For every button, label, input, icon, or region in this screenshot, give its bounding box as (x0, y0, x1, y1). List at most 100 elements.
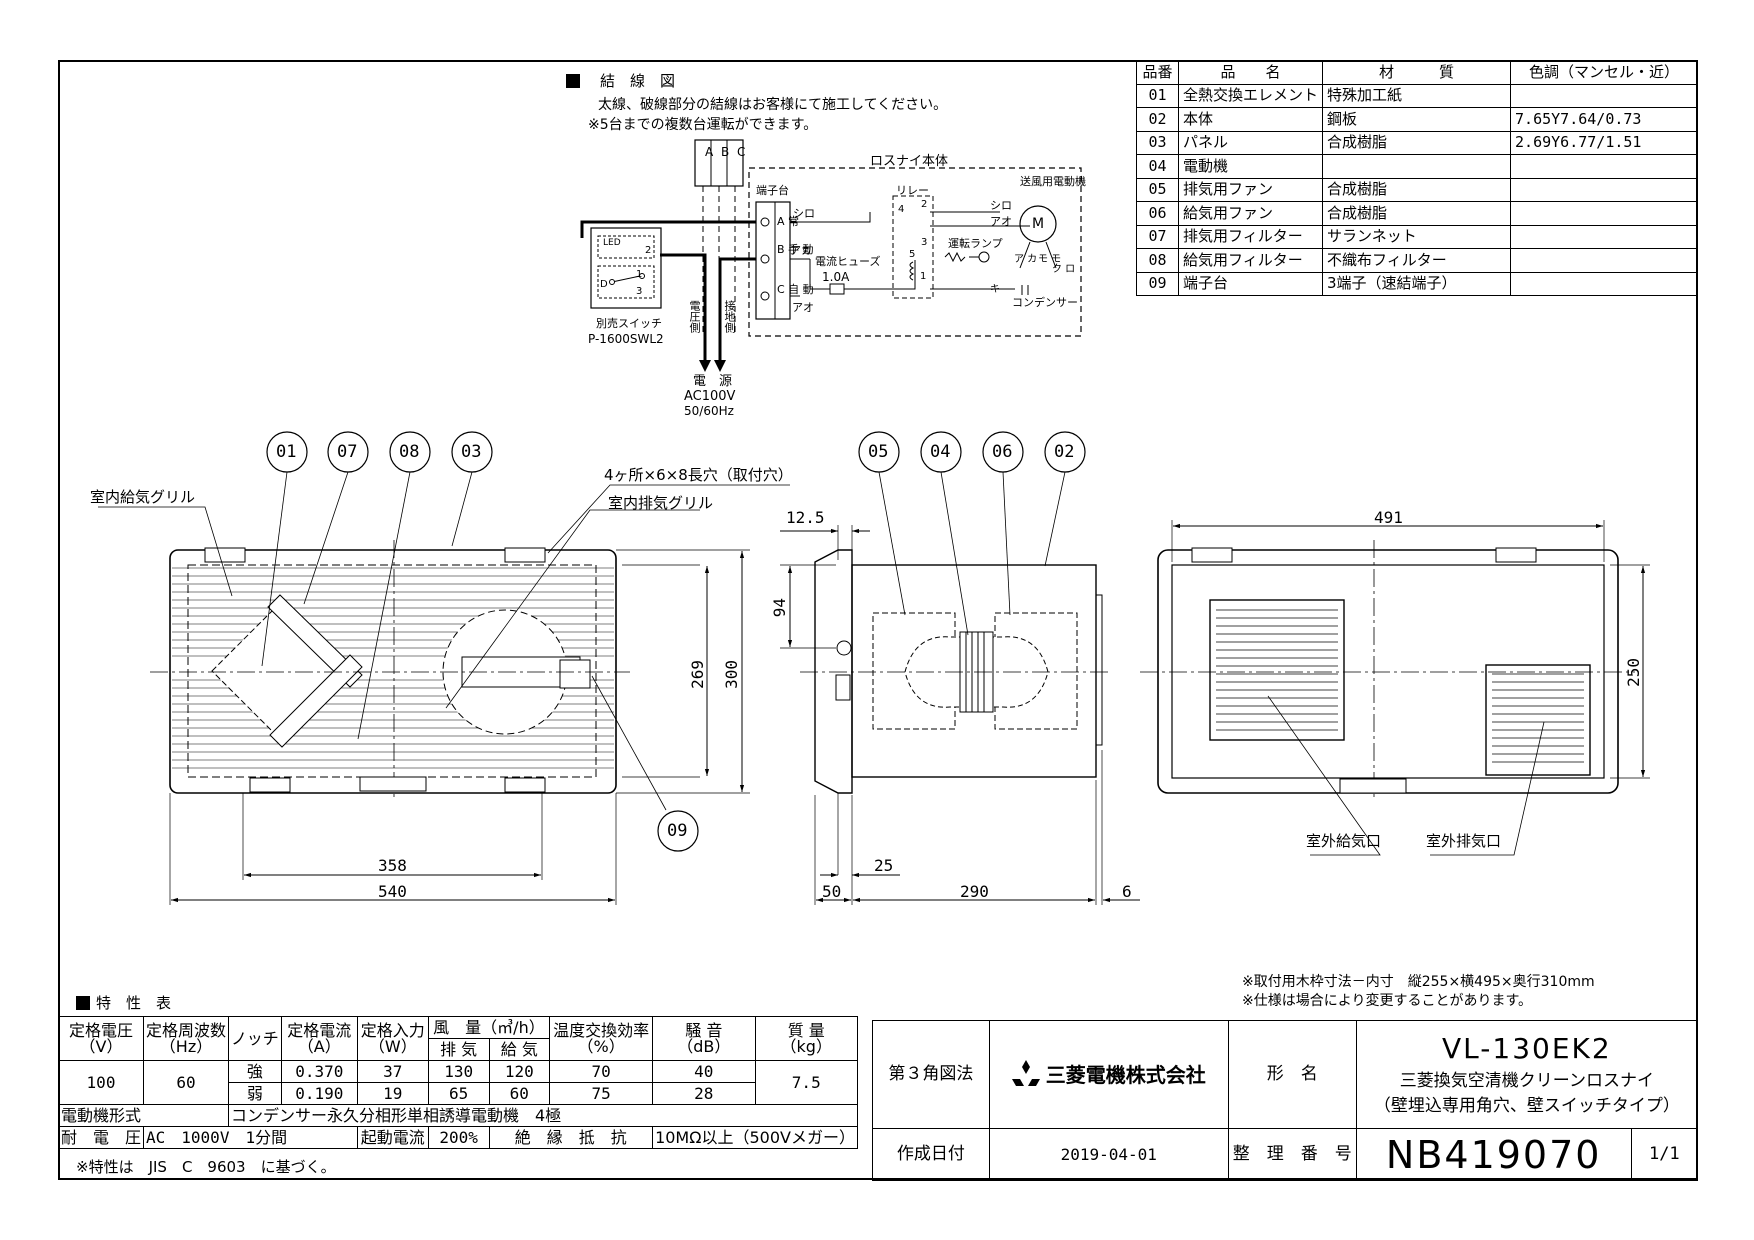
indoor-supply-label: 室内給気グリル (90, 488, 196, 506)
part-no: 06 (1136, 201, 1179, 226)
spec-input: 19 (356, 1082, 429, 1105)
part-color (1510, 83, 1698, 108)
spec-noise: 28 (652, 1082, 756, 1105)
switch-led: LED (603, 238, 621, 248)
part-material: 不織布フィルター (1322, 248, 1512, 273)
spec-exh: 65 (427, 1082, 490, 1105)
mitsubishi-logo-icon (1011, 1059, 1040, 1090)
product-name-2: （壁埋込専用角穴、壁スイッチタイプ） (1373, 1095, 1680, 1116)
spec-sup: 60 (488, 1082, 551, 1105)
part-color: 7.65Y7.64/0.73 (1510, 107, 1698, 132)
product-name-1: 三菱換気空清機クリーンロスナイ (1399, 1070, 1654, 1091)
date-label: 作成日付 (872, 1128, 990, 1181)
part-color (1510, 248, 1698, 273)
fuse-label: 電流ヒューズ (815, 255, 881, 268)
voltage-label: AC100V (684, 389, 736, 404)
motor-label: 送風用電動機 (1020, 175, 1086, 188)
spec-current: 0.190 (280, 1082, 358, 1105)
side-view (780, 471, 1140, 905)
wiring-title-marker (566, 74, 580, 88)
term-label-a: A (705, 145, 714, 159)
part-color (1510, 224, 1698, 249)
part-no: 08 (1136, 248, 1179, 273)
spec-current: 0.370 (280, 1060, 358, 1083)
spec-h-exh: 排 気 (427, 1038, 490, 1061)
mount-holes-label: 4ヶ所×6×8長穴（取付穴） (604, 466, 793, 484)
spec-withstand: AC 1000V 1分間 (143, 1126, 358, 1149)
model-number: VL-130EK2 (1442, 1031, 1612, 1065)
part-material: 特殊加工紙 (1322, 83, 1512, 108)
part-name: 電動機 (1177, 154, 1324, 179)
callout-08: 08 (399, 442, 420, 462)
company-cell: 三菱電機株式会社 (988, 1020, 1229, 1129)
spec-title-marker (76, 996, 90, 1010)
relay-pin-4: 4 (898, 204, 905, 215)
dim-50: 50 (822, 882, 842, 901)
spec-h-eff: 温度交換効率（%） (549, 1016, 654, 1061)
title-block: 第３角図法 三菱電機株式会社 形 名 VL-130EK2 三菱換気空清機クリーン… (872, 1020, 1699, 1181)
spec-exh: 130 (427, 1060, 490, 1083)
freq-label: 50/60Hz (684, 404, 734, 418)
spec-h-current: 定格電流（A） (280, 1016, 358, 1061)
wire-aka: アカ (790, 244, 812, 257)
term-c: C 自 動 (777, 283, 814, 296)
number-label: 整 理 番 号 (1227, 1128, 1357, 1181)
power-side: 電圧側 (688, 300, 701, 333)
spec-h-input: 定格入力（W） (356, 1016, 429, 1061)
spec-insulation: 10MΩ以上（500Vメガー） (652, 1126, 858, 1149)
part-material (1322, 154, 1512, 179)
dim-6: 6 (1122, 882, 1132, 901)
motor-side-ki: キ (990, 284, 1000, 295)
dim-250: 250 (1624, 658, 1643, 687)
switch-model: P-1600SWL2 (588, 332, 664, 346)
part-material: 合成樹脂 (1322, 201, 1512, 226)
terminal-block-label: 端子台 (756, 184, 789, 197)
term-a: A 常 (777, 215, 800, 228)
back-view (1140, 520, 1650, 856)
spec-footnote: ※特性は JIS C 9603 に基づく。 (76, 1158, 336, 1176)
created-date: 2019-04-01 (988, 1128, 1229, 1181)
spec-h-noise: 騒 音（dB） (652, 1016, 756, 1061)
motor-side-momo: モ モ (1038, 254, 1062, 265)
parts-header-material: 材 質 (1322, 60, 1512, 85)
dim-12-5: 12.5 (786, 508, 825, 527)
callout-02: 02 (1054, 442, 1075, 462)
dim-491: 491 (1374, 508, 1403, 527)
spec-sup: 120 (488, 1060, 551, 1083)
spec-h-air: 風 量（㎥/h） (427, 1016, 551, 1039)
motor-side-kuro: ク ロ (1052, 264, 1076, 275)
dim-358: 358 (378, 856, 407, 875)
term-label-c: C (737, 145, 746, 159)
switch-label: 別売スイッチ (596, 317, 662, 330)
spec-notch: 強 (228, 1060, 282, 1083)
relay-pin-2: 2 (921, 199, 928, 210)
callout-09: 09 (667, 821, 688, 841)
callout-07: 07 (337, 442, 358, 462)
outdoor-exhaust-label: 室外排気口 (1426, 832, 1502, 850)
part-no: 09 (1136, 271, 1179, 296)
spec-withstand-label: 耐 電 圧 (57, 1126, 145, 1149)
motor-wire-ao: アオ (990, 215, 1012, 228)
motor-side-aka: ア カ (1014, 254, 1038, 265)
part-material: サランネット (1322, 224, 1512, 249)
part-no: 05 (1136, 177, 1179, 202)
dim-25: 25 (874, 856, 894, 875)
power-label: 電 源 (693, 374, 733, 389)
spec-start: 200% (427, 1126, 490, 1149)
wiring-note-2: ※5台までの複数台運転ができます。 (588, 117, 818, 133)
spec-motor-type-label: 電動機形式 (57, 1104, 230, 1127)
callout-03: 03 (461, 442, 482, 462)
company-name: 三菱電機株式会社 (1045, 1062, 1206, 1087)
switch-pin-2: 2 (645, 245, 652, 256)
switch-pin-1: 1 (636, 269, 643, 280)
page-number: 1/1 (1630, 1128, 1699, 1181)
model-cell: VL-130EK2 三菱換気空清機クリーンロスナイ （壁埋込専用角穴、壁スイッチ… (1355, 1020, 1699, 1129)
spec-eff: 70 (549, 1060, 654, 1083)
term-label-b: B (721, 145, 730, 159)
note-frame-size: ※取付用木枠寸法－内寸 縦255×横495×奥行310mm (1242, 974, 1595, 990)
